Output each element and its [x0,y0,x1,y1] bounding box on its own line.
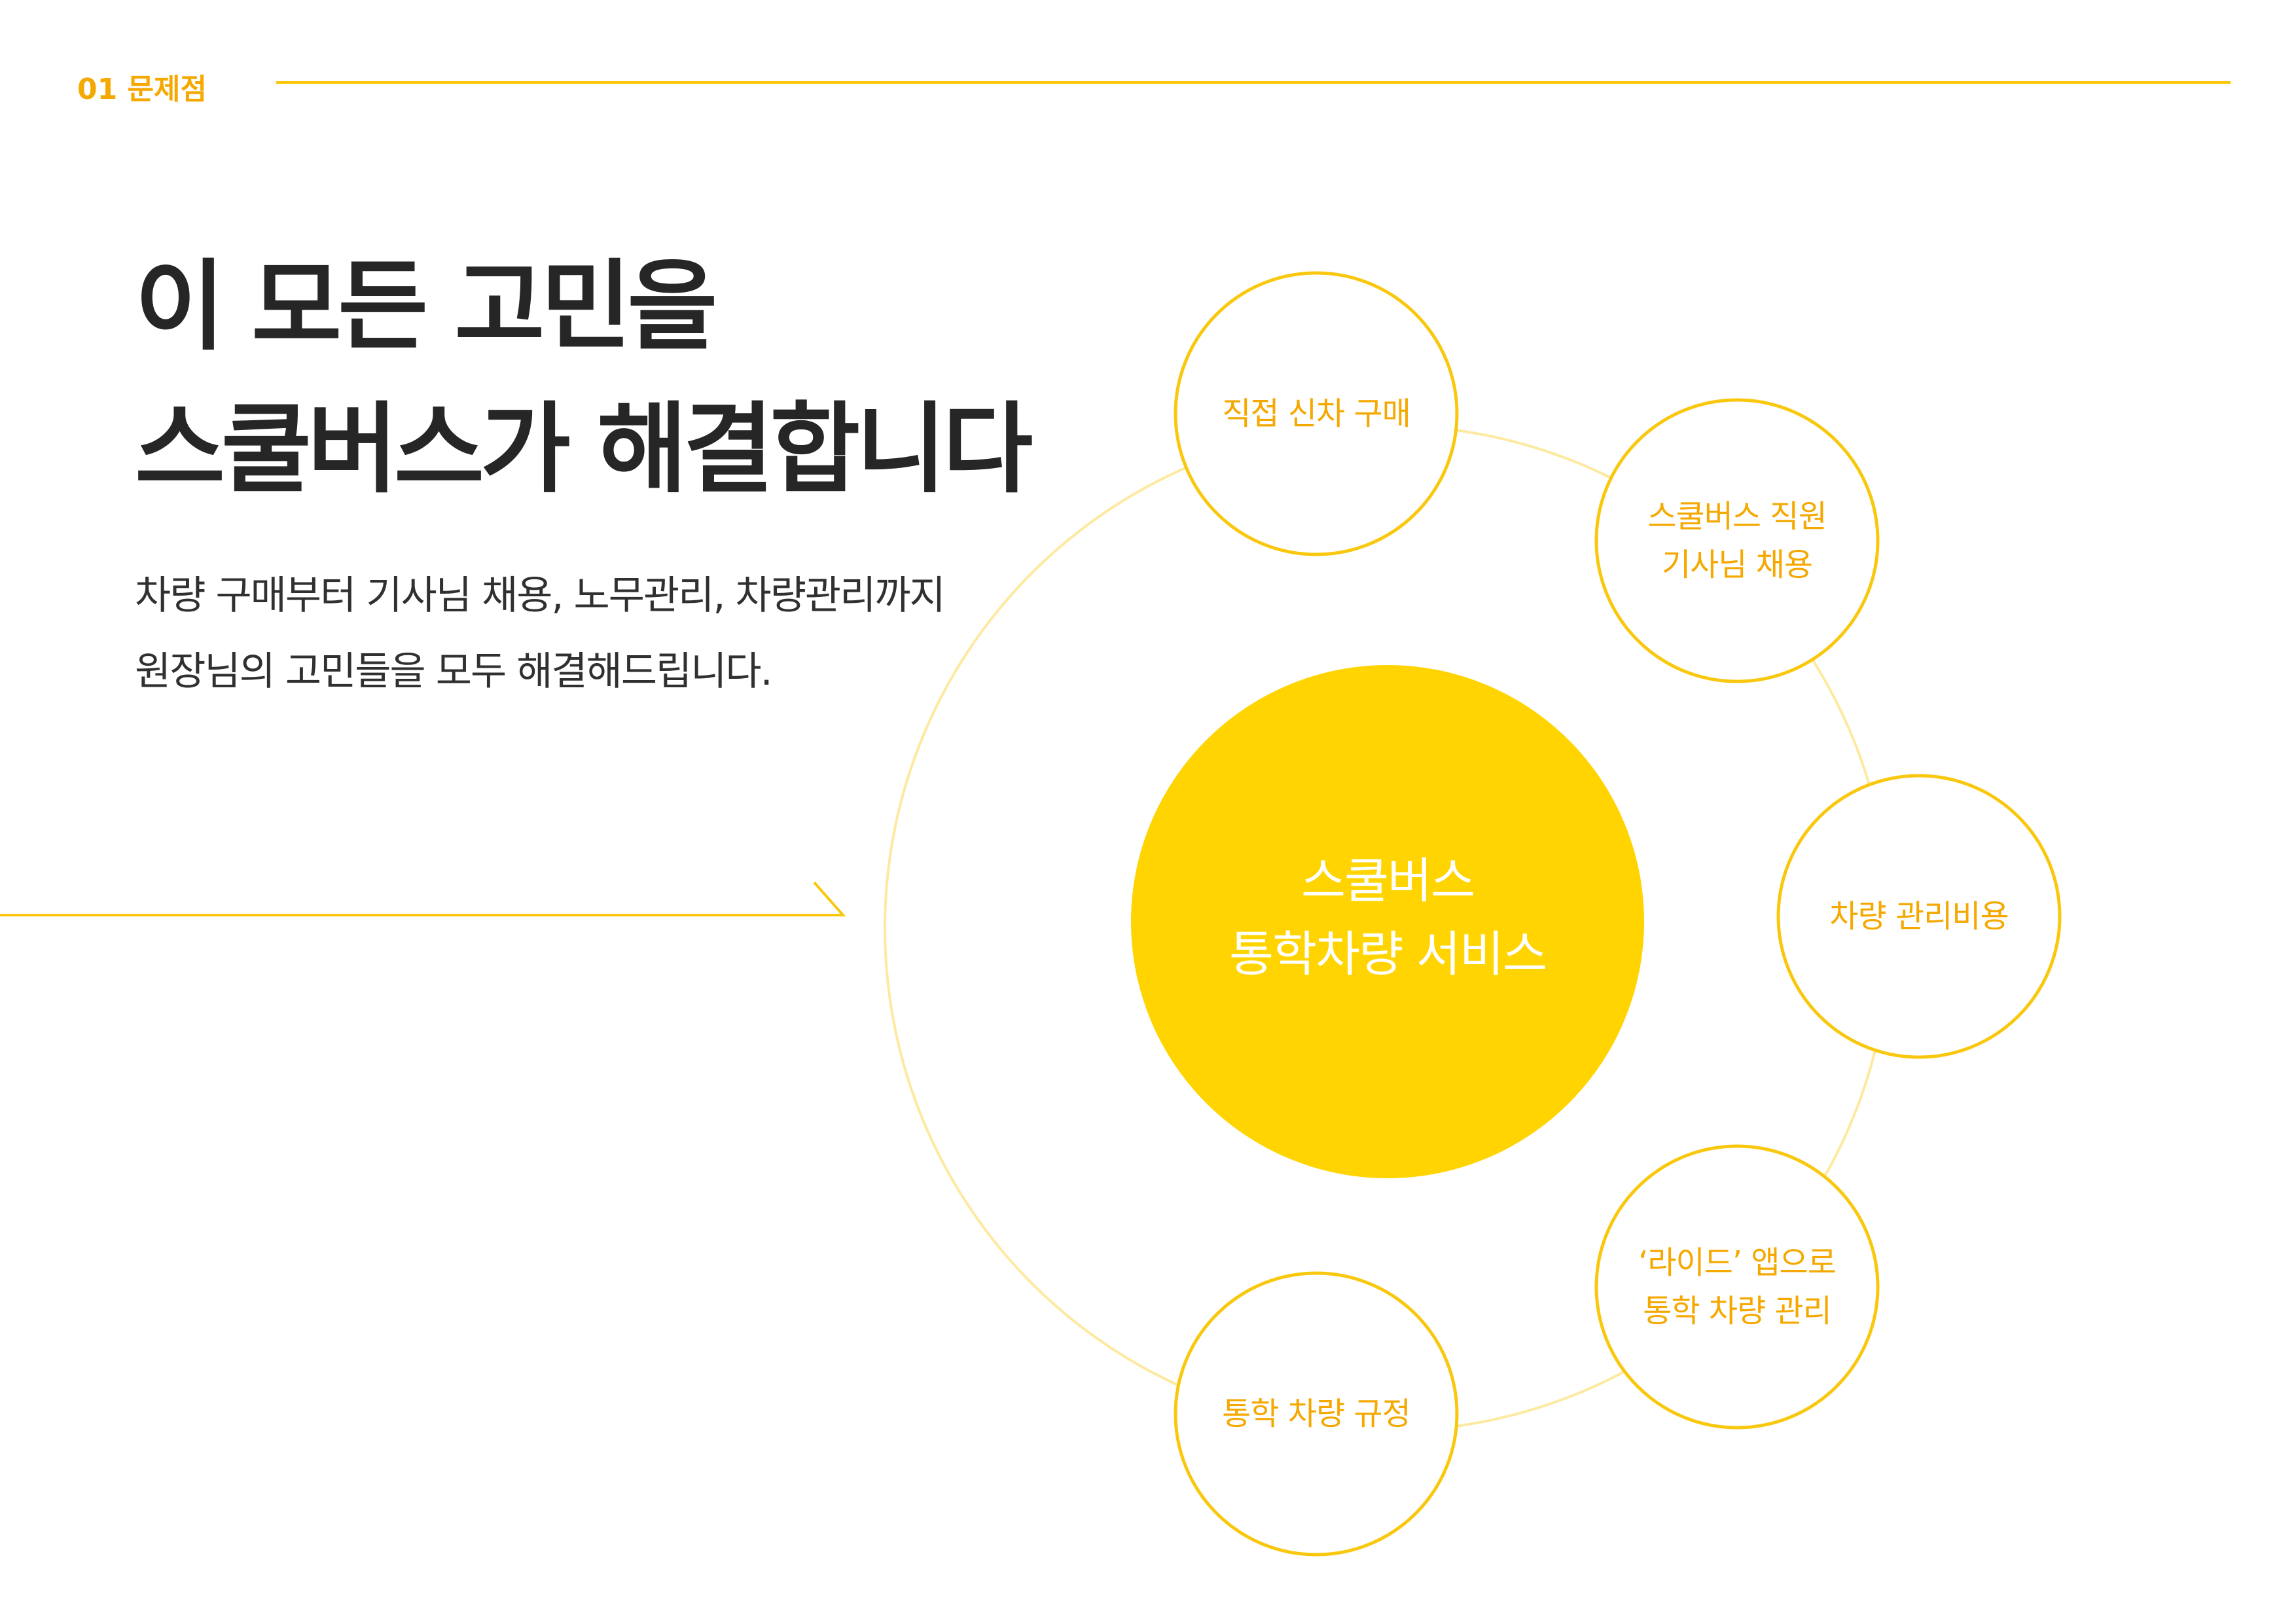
node-label-driver-hiring: 스쿨버스 직원 기사님 채용 [1606,492,1868,589]
pointer-arrow-line [0,881,846,916]
node-circle-management-cost [1776,774,2062,1059]
center-label-line-2: 통학차량 서비스 [1229,926,1547,983]
node-circle-direct-purchase [1174,271,1459,556]
node-circle-driver-hiring [1594,398,1880,683]
description-line-1: 차량 구매부터 기사님 채용, 노무관리, 차량관리까지 [135,573,946,619]
node-label-regulation: 통학 차량 규정 [1185,1390,1447,1438]
node-circle-regulation [1174,1271,1459,1557]
node-label-line: 직접 신차 구매 [1222,395,1410,432]
node-label-line: 차량 관리비용 [1829,898,2009,935]
headline: 이 모든 고민을 스쿨버스가 해결합니다 [135,236,1033,521]
center-label: 스쿨버스 통학차량 서비스 [1132,844,1643,991]
node-label-direct-purchase: 직접 신차 구매 [1185,389,1447,438]
node-circle-ride-app [1594,1144,1880,1430]
description: 차량 구매부터 기사님 채용, 노무관리, 차량관리까지 원장님의 고민들을 모… [135,558,1051,710]
center-circle [1131,665,1644,1178]
node-label-line: 통학 차량 관리 [1643,1293,1831,1329]
description-line-2: 원장님의 고민들을 모두 해결해드립니다. [135,649,773,695]
headline-line-2: 스쿨버스가 해결합니다 [135,393,1033,507]
center-label-line-1: 스쿨버스 [1300,853,1475,909]
node-label-line: 기사님 채용 [1661,547,1813,583]
node-label-management-cost: 차량 관리비용 [1788,892,2050,941]
section-label: 01 문제점 [77,73,207,106]
node-label-line: 스쿨버스 직원 [1647,498,1827,535]
node-label-line: 통학 차량 규정 [1222,1396,1410,1432]
node-label-line: ‘라이드’ 앱으로 [1638,1244,1837,1281]
node-label-ride-app: ‘라이드’ 앱으로 통학 차량 관리 [1606,1238,1868,1335]
top-divider [276,81,2231,84]
headline-line-1: 이 모든 고민을 [135,250,717,364]
